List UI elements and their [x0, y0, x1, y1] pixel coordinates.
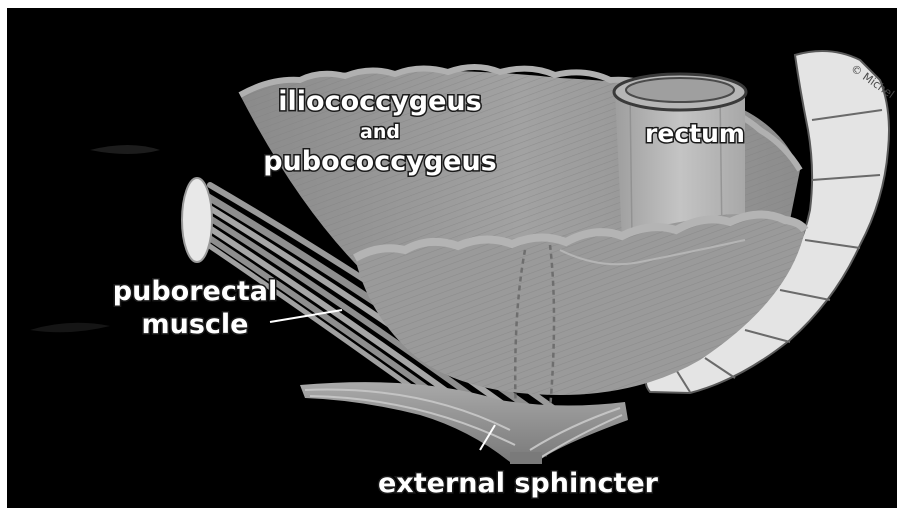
- label-rectum: rectum: [645, 119, 745, 148]
- label-pubococcygeus: pubococcygeus: [263, 146, 497, 177]
- label-external-sphincter: external sphincter: [378, 468, 659, 499]
- pubic-bone: [182, 178, 212, 262]
- label-muscle: muscle: [142, 309, 249, 340]
- label-iliococcygeus: iliococcygeus: [278, 86, 481, 117]
- label-puborectal: puborectal: [113, 276, 277, 307]
- label-and: and: [360, 121, 400, 143]
